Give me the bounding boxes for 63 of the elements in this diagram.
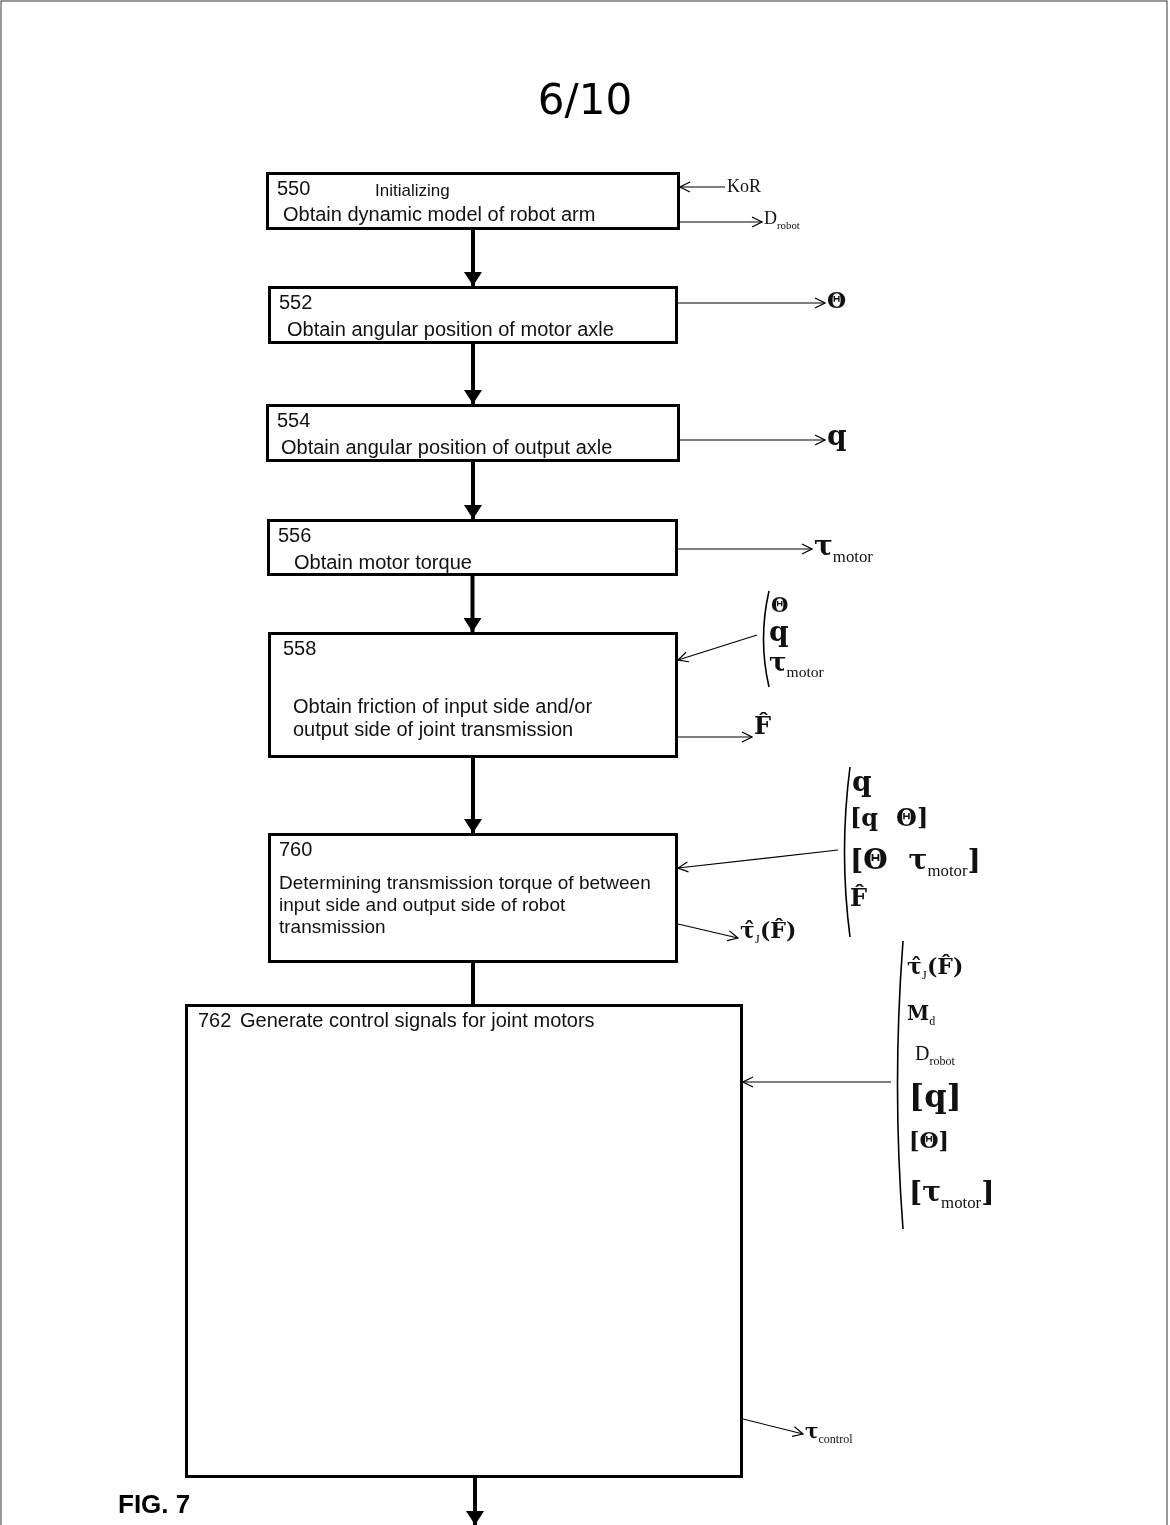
signal-symbol: M$_{d}$ [907,1002,936,1029]
step-number: 762 [198,1009,232,1032]
step-number: 556 [278,524,312,547]
step-text: Obtain motor torque [294,551,472,574]
arrow [466,1478,484,1525]
arrow [679,216,763,228]
step-number: 760 [279,838,313,861]
signal-symbol: q [852,766,872,799]
signal-symbol: τ$_{control}$ [805,1420,853,1447]
step-text: Determining transmission torque of between input side and output side of robot transmission [279,872,652,938]
arrow [742,1076,892,1088]
arrow [677,923,739,942]
step-number: 552 [279,291,313,314]
arrow [677,849,839,873]
arrow [464,230,482,286]
signal-symbol: F̂ [754,712,772,740]
process-box [268,833,678,963]
signal-symbol: D$_{robot}$ [915,1042,955,1069]
arrow [677,634,758,663]
signal-symbol: [τ$_{motor}$] [909,1176,995,1212]
signal-symbol: q [769,616,789,649]
step-text: Initializing [375,181,450,201]
signal-symbol: KoR [727,176,761,197]
process-box [267,519,678,576]
signal-symbol: F̂ [850,884,868,912]
step-text: Generate control signals for joint motors [240,1009,595,1032]
process-box [268,286,678,344]
arrow [464,462,482,519]
signal-symbol: [Θ] [909,1128,949,1154]
step-number: 558 [283,637,317,660]
arrow [464,758,482,833]
signal-symbol: Θ [771,594,789,617]
arrow [463,576,482,632]
signal-symbol: τ$_{motor}$ [814,530,873,566]
signal-symbol: Θ [827,288,847,314]
process-box [266,172,680,230]
arrow [677,297,826,309]
step-text: Obtain friction of input side and/or output side of joint transmission [293,695,594,741]
arrow [679,181,726,193]
signal-symbol: [q] [909,1078,962,1115]
arrow [679,434,826,446]
arrow [742,1418,804,1438]
arrow [464,344,482,404]
figure-label: FIG. 7 [118,1490,191,1520]
step-text: Obtain dynamic model of robot arm [283,203,596,226]
process-box [268,632,678,758]
signal-symbol: q [827,420,847,453]
connector-line [471,963,475,1004]
signal-symbol: D$_{robot}$ [764,208,800,231]
page-number: 6/10 [537,75,633,124]
signal-symbol: τ$_{motor}$ [769,648,824,682]
arrow [677,731,753,743]
step-text: Obtain angular position of output axle [281,436,613,459]
signal-symbol: [q Θ] [850,804,929,832]
arrow [677,543,813,555]
process-box [185,1004,743,1478]
step-number: 550 [277,177,311,200]
process-box [266,404,680,462]
signal-symbol: τ̂$_{J}$(F̂) [740,918,797,947]
signal-symbol: τ̂$_{J}$(F̂) [907,954,964,983]
step-text: Obtain angular position of motor axle [287,318,614,341]
step-number: 554 [277,409,311,432]
signal-symbol: [Θ τ$_{motor}$] [850,844,981,880]
